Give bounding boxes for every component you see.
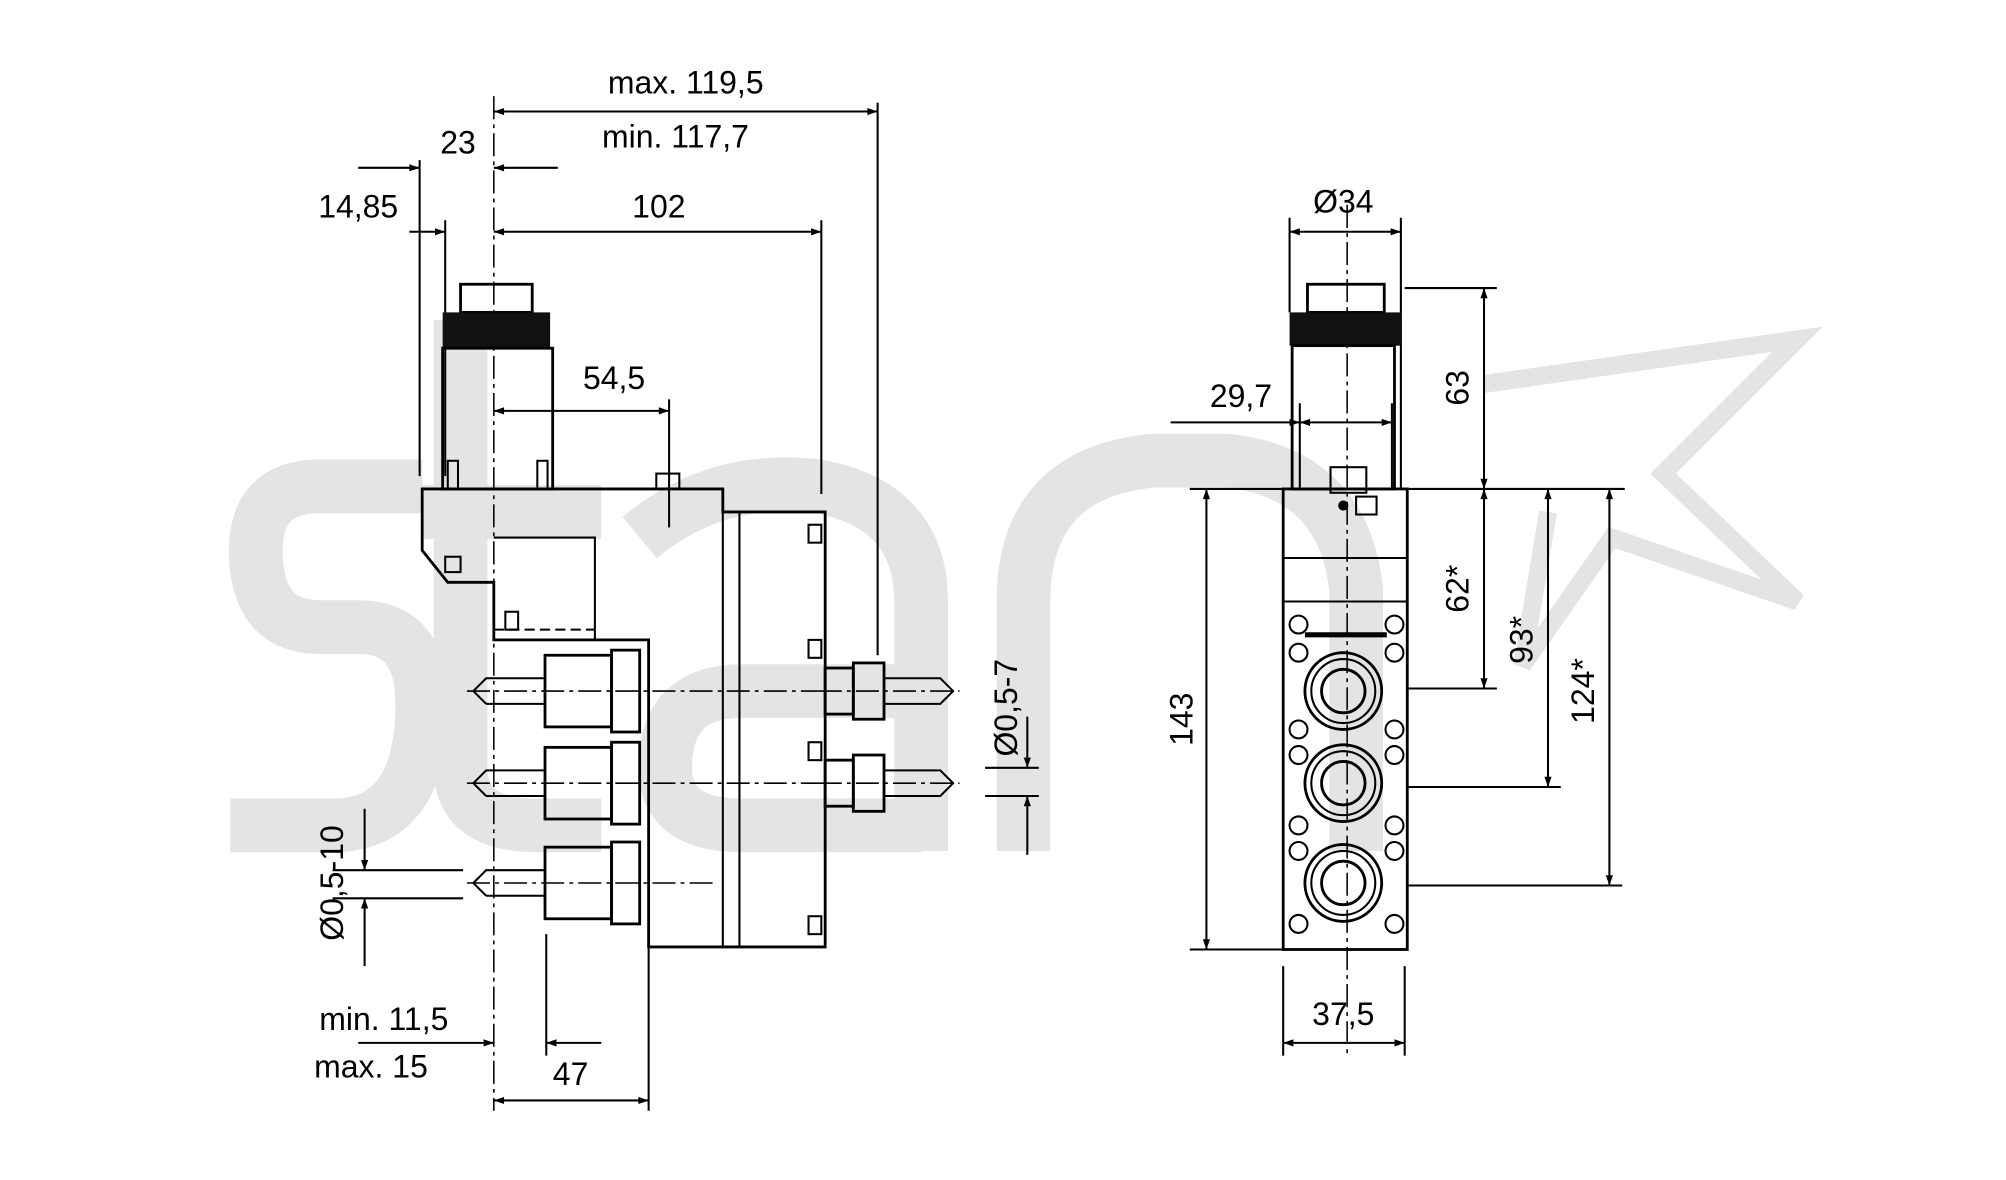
dim-47: 47 bbox=[553, 1056, 589, 1092]
dim-tube-outlet: Ø0,5-7 bbox=[988, 659, 1024, 757]
watermark-letter-t bbox=[422, 320, 602, 853]
valve-body bbox=[420, 487, 827, 949]
ports bbox=[1303, 651, 1384, 923]
dim-102: 102 bbox=[632, 189, 685, 225]
watermark-letter-n bbox=[996, 433, 1383, 851]
dim-124: 124* bbox=[1565, 658, 1601, 724]
dim-23: 23 bbox=[440, 125, 476, 161]
valve-front-body bbox=[1281, 487, 1409, 951]
outlet-fittings bbox=[818, 661, 960, 813]
knurled-nut bbox=[442, 312, 551, 349]
dim-14-85: 14,85 bbox=[318, 189, 398, 225]
watermark-logo bbox=[229, 320, 1823, 853]
dim-37-5: 37,5 bbox=[1312, 996, 1374, 1032]
screws bbox=[1288, 614, 1405, 934]
dim-max-length: max. 119,5 bbox=[608, 65, 764, 101]
dim-62: 62* bbox=[1440, 565, 1476, 613]
dim-29-7: 29,7 bbox=[1210, 378, 1272, 414]
dim-tube-inlet: Ø0,5-10 bbox=[314, 825, 350, 941]
inlet-fittings bbox=[466, 648, 819, 926]
front-view: Ø34 29,7 63 bbox=[1163, 184, 1625, 1056]
dim-63: 63 bbox=[1440, 370, 1476, 406]
watermark-letter-s bbox=[229, 459, 450, 853]
side-view: max. 119,5 min. 117,7 23 14,85 102 54,5 bbox=[314, 65, 1039, 1111]
dim-min-length: min. 117,7 bbox=[602, 118, 749, 154]
dim-diameter-34: Ø34 bbox=[1313, 184, 1373, 220]
dim-54-5: 54,5 bbox=[583, 360, 645, 396]
connector-cap bbox=[459, 282, 534, 314]
watermark-letter-a bbox=[622, 457, 948, 853]
dim-93: 93* bbox=[1504, 616, 1540, 664]
dim-min-11-5: min. 11,5 bbox=[319, 1001, 448, 1037]
dim-max-15: max. 15 bbox=[314, 1048, 428, 1084]
watermark-star-icon bbox=[1482, 326, 1823, 671]
dim-143: 143 bbox=[1163, 693, 1199, 746]
